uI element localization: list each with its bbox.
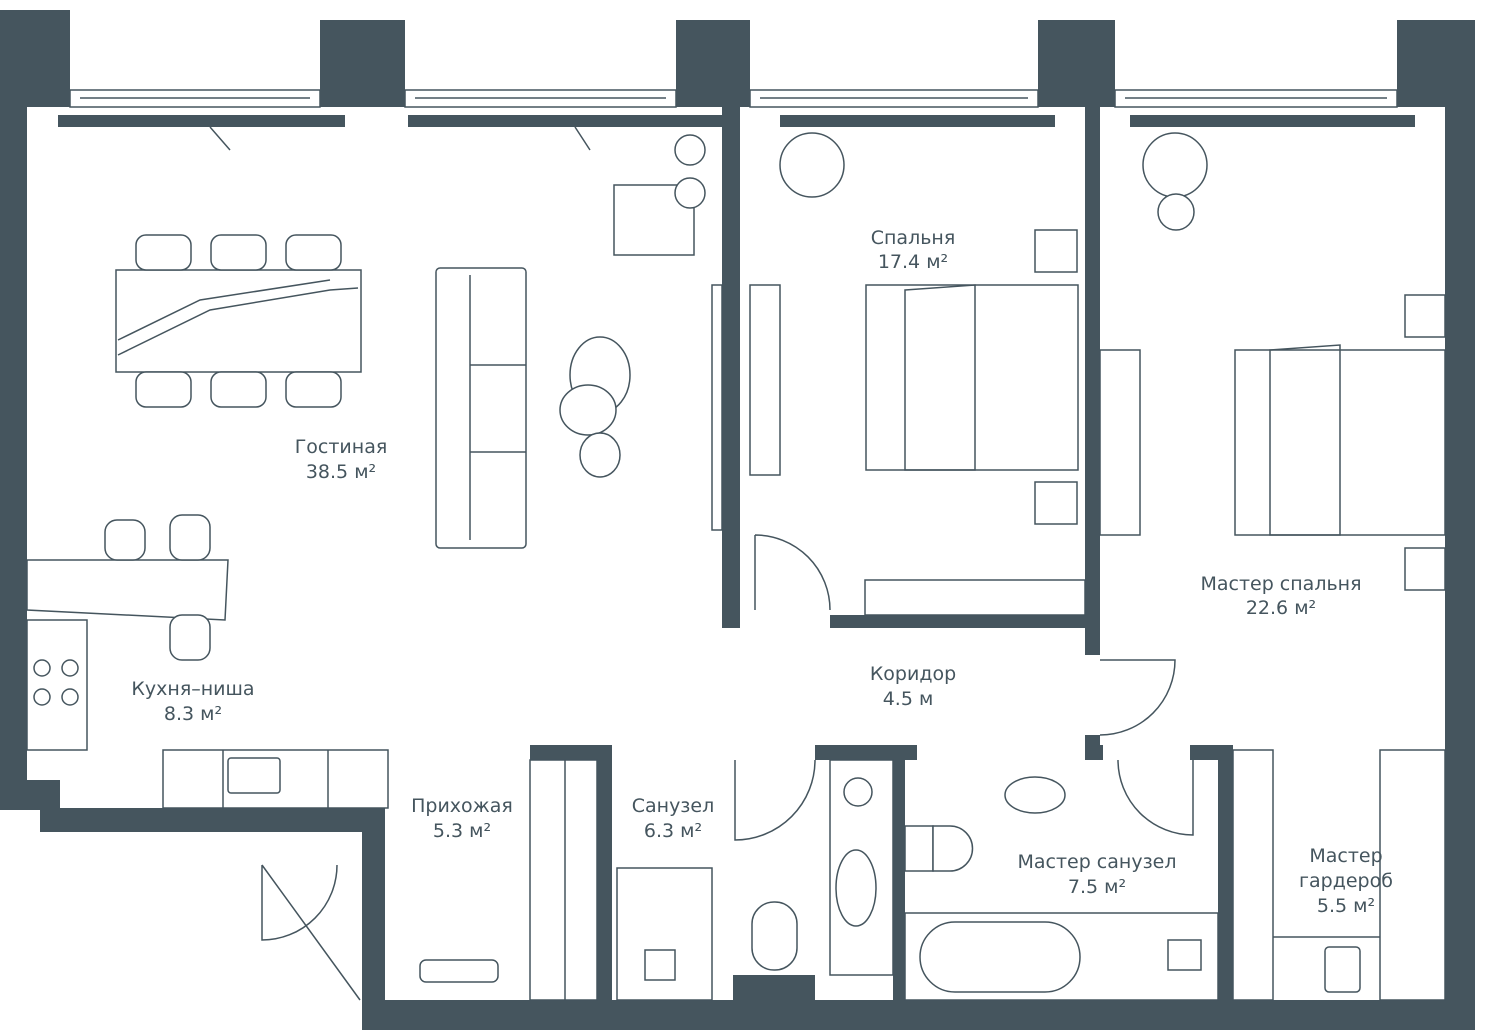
closet-left: [1232, 749, 1274, 1001]
room-name-corridor: Коридор: [870, 663, 956, 685]
room-name-master-bedroom: Мастер спальня: [1200, 573, 1361, 595]
room-area-master-bathroom: 7.5 м²: [1068, 876, 1126, 898]
room-name-bathroom: Санузел: [632, 795, 715, 817]
room-area-living: 38.5 м²: [306, 461, 376, 483]
room-area-master-bedroom: 22.6 м²: [1246, 597, 1316, 619]
room-name-master-bathroom: Мастер санузел: [1017, 851, 1176, 873]
armchair: [779, 132, 845, 198]
furniture: [26, 132, 1446, 1001]
room-area-master-closet: 5.5 м²: [1317, 895, 1375, 917]
dining-table: [115, 269, 362, 373]
room-name-master-closet-1: Мастер: [1309, 845, 1382, 867]
sink: [1004, 776, 1066, 814]
kitchen-island: [26, 559, 229, 621]
room-area-bedroom: 17.4 м²: [878, 251, 948, 273]
room-area-bathroom: 6.3 м²: [644, 820, 702, 842]
room-labels: Спальня 17.4 м² Гостиная 38.5 м² Мастер …: [131, 227, 1393, 917]
doors: [209, 126, 1194, 1001]
toilet: [751, 901, 798, 971]
doormat: [419, 959, 499, 983]
room-name-living: Гостиная: [295, 436, 388, 458]
room-area-corridor: 4.5 м: [883, 688, 934, 710]
room-name-kitchen: Кухня–ниша: [131, 678, 254, 700]
closet-right: [1379, 749, 1446, 1001]
room-name-bedroom: Спальня: [871, 227, 956, 249]
room-name-master-closet-2: гардероб: [1299, 870, 1393, 892]
wardrobe: [529, 759, 598, 1001]
bed: [865, 284, 1079, 471]
walls: [0, 10, 1475, 1030]
sofa: [435, 267, 527, 549]
kitchen-counter: [26, 619, 88, 751]
bedroom-tv: [749, 284, 781, 476]
room-area-kitchen: 8.3 м²: [164, 703, 222, 725]
bathtub: [919, 921, 1081, 993]
room-name-hallway: Прихожая: [411, 795, 513, 817]
room-area-hallway: 5.3 м²: [433, 820, 491, 842]
